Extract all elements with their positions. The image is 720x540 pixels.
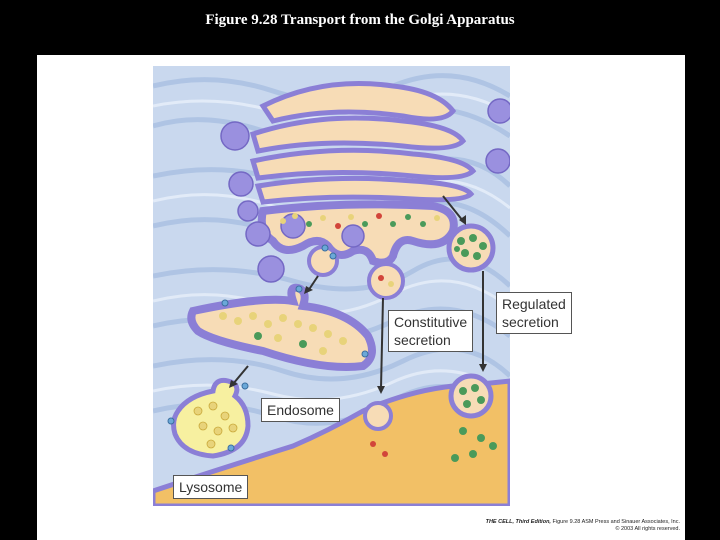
arrow-endosome-to-lysosome (232, 365, 249, 385)
arrowheads (229, 215, 487, 394)
vesicle (245, 221, 271, 247)
transport-vesicle (307, 245, 339, 277)
docked-granule (448, 373, 494, 419)
label-constitutive-line1: Constitutive (394, 314, 468, 330)
vesicle (257, 255, 285, 283)
vesicle (220, 121, 250, 151)
slide-title: Figure 9.28 Transport from the Golgi App… (205, 12, 515, 28)
credit-rights: © 2003 All rights reserved. (615, 526, 680, 532)
golgi-vesicles (220, 98, 510, 283)
vesicle (228, 171, 254, 197)
golgi-transport-diagram (153, 66, 510, 506)
cisterna-2 (249, 115, 467, 154)
granule-cargo (454, 234, 487, 260)
endosome (187, 283, 376, 371)
endosome-cargo (219, 312, 347, 355)
label-constitutive-line2: secretion (394, 332, 451, 348)
arrow-golgi-to-constitutive (380, 297, 384, 389)
vesicle (485, 148, 510, 174)
lysosome-cargo (193, 401, 238, 449)
docked-granule-cargo (459, 384, 485, 408)
label-endosome: Endosome (261, 398, 340, 422)
cisterna-3 (249, 147, 477, 181)
credit-book: THE CELL, Third Edition, (485, 519, 551, 525)
exocytosis-vesicle (363, 401, 393, 431)
lysosome (171, 378, 251, 459)
figure-credit: THE CELL, Third Edition, Figure 9.28 ASM… (448, 519, 680, 533)
vesicle (237, 200, 259, 222)
constitutive-cargo (378, 275, 394, 287)
cisterna-trans-1 (259, 81, 457, 124)
vesicle (341, 224, 365, 248)
golgi-stack (249, 81, 477, 267)
label-regulated-line2: secretion (502, 314, 559, 330)
transport-vesicle-constitutive (367, 262, 405, 300)
secreted-cargo (370, 427, 497, 462)
vesicle (487, 98, 510, 124)
golgi-cargo (280, 213, 440, 229)
secretory-granule (446, 223, 496, 273)
label-regulated-line1: Regulated (502, 296, 566, 312)
arrow-tgn-to-granule (442, 195, 464, 222)
cisterna-4 (254, 175, 475, 205)
mannose-6-phosphate-receptors (167, 244, 369, 452)
credit-figure: Figure 9.28 (552, 519, 581, 525)
credit-publisher: ASM Press and Sinauer Associates, Inc. (581, 519, 680, 525)
label-lysosome: Lysosome (173, 475, 249, 499)
label-constitutive-secretion: Constitutive secretion (388, 310, 474, 352)
label-regulated-secretion: Regulated secretion (496, 292, 572, 334)
